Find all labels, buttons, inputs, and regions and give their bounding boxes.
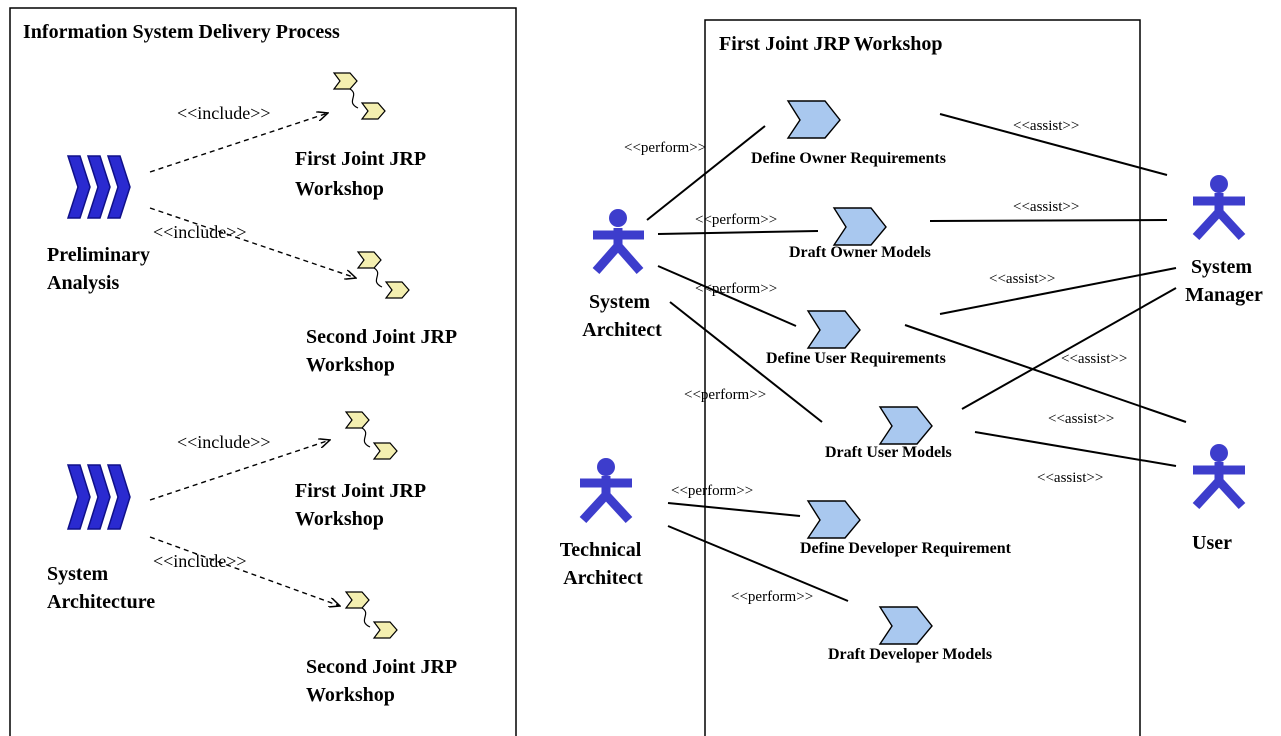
process-label-preliminary-analysis: Preliminary Analysis — [47, 244, 155, 294]
assist-line-5 — [904, 324, 1187, 423]
actor-icon-user[interactable] — [1192, 444, 1246, 510]
usecase-icon-define-owner-req[interactable] — [786, 100, 841, 139]
usecase-label-draft-owner-models: Draft Owner Models — [789, 244, 931, 261]
perform-line-define-owner-req — [646, 125, 766, 221]
actor-label-system-manager: System Manager — [1185, 256, 1263, 306]
assist-line-2 — [929, 219, 1168, 222]
process-icon-system-architecture[interactable] — [66, 464, 131, 530]
include-arrow-3 — [149, 440, 330, 501]
actor-label-user: User — [1192, 532, 1232, 554]
left-panel-frame — [9, 7, 517, 736]
assist-label-3: <<assist>> — [989, 271, 1055, 287]
assist-label-5: <<assist>> — [1048, 411, 1114, 427]
process-icon-preliminary-analysis[interactable] — [66, 155, 131, 219]
actor-icon-system-architect[interactable] — [592, 209, 644, 274]
perform-line-draft-dev-models — [667, 525, 849, 602]
usecase-icon-draft-dev-models[interactable] — [878, 606, 933, 645]
assist-label-2: <<assist>> — [1013, 199, 1079, 215]
left-panel-title: Information System Delivery Process — [23, 21, 340, 43]
assist-line-3 — [939, 267, 1177, 315]
perform-label-3: <<perform>> — [695, 281, 777, 297]
usecase-icon-define-dev-req[interactable] — [806, 500, 861, 539]
perform-label-6: <<perform>> — [731, 589, 813, 605]
right-panel-title: First Joint JRP Workshop — [719, 33, 943, 55]
usecase-icon-draft-owner-models[interactable] — [832, 207, 887, 246]
assist-label-6: <<assist>> — [1037, 470, 1103, 486]
include-arrow-2 — [149, 207, 356, 278]
perform-label-1: <<perform>> — [624, 140, 706, 156]
include-label-2: <<include>> — [153, 222, 247, 242]
subprocess-icon-4[interactable] — [344, 591, 398, 639]
perform-line-draft-user-models — [669, 301, 823, 423]
usecase-label-draft-user-models: Draft User Models — [825, 444, 952, 461]
perform-label-5: <<perform>> — [671, 483, 753, 499]
subprocess-icon-2[interactable] — [356, 251, 410, 299]
usecase-icon-draft-user-models[interactable] — [878, 406, 933, 445]
assist-label-1: <<assist>> — [1013, 118, 1079, 134]
perform-line-define-user-req — [657, 265, 797, 327]
actor-label-system-architect: System Architect — [582, 291, 662, 341]
subprocess-label-1: First Joint JRP Workshop — [295, 148, 430, 200]
include-label-1: <<include>> — [177, 103, 271, 123]
actor-label-technical-architect: Technical Architect — [560, 539, 647, 589]
perform-line-define-dev-req — [667, 502, 801, 517]
perform-line-draft-owner-models — [657, 230, 819, 235]
include-label-3: <<include>> — [177, 432, 271, 452]
perform-label-4: <<perform>> — [684, 387, 766, 403]
assist-line-1 — [939, 113, 1168, 176]
subprocess-icon-3[interactable] — [344, 411, 398, 460]
usecase-label-define-dev-req: Define Developer Requirement — [800, 540, 1012, 557]
actor-icon-system-manager[interactable] — [1192, 175, 1246, 241]
usecase-icon-define-user-req[interactable] — [806, 310, 861, 349]
subprocess-label-3: First Joint JRP Workshop — [295, 480, 430, 530]
actor-icon-technical-architect[interactable] — [579, 458, 633, 524]
include-arrow-4 — [149, 536, 340, 606]
usecase-label-define-user-req: Define User Requirements — [766, 350, 946, 367]
assist-line-6 — [974, 431, 1177, 467]
subprocess-label-2: Second Joint JRP Workshop — [306, 326, 461, 376]
perform-label-2: <<perform>> — [695, 212, 777, 228]
process-label-system-architecture: System Architecture — [47, 563, 155, 613]
include-arrow-1 — [149, 113, 328, 173]
include-label-4: <<include>> — [153, 551, 247, 571]
usecase-label-draft-dev-models: Draft Developer Models — [828, 646, 992, 663]
subprocess-icon-1[interactable] — [332, 72, 386, 120]
subprocess-label-4: Second Joint JRP Workshop — [306, 656, 461, 706]
assist-line-4 — [961, 287, 1177, 410]
usecase-label-define-owner-req: Define Owner Requirements — [751, 150, 946, 167]
assist-label-4: <<assist>> — [1061, 351, 1127, 367]
